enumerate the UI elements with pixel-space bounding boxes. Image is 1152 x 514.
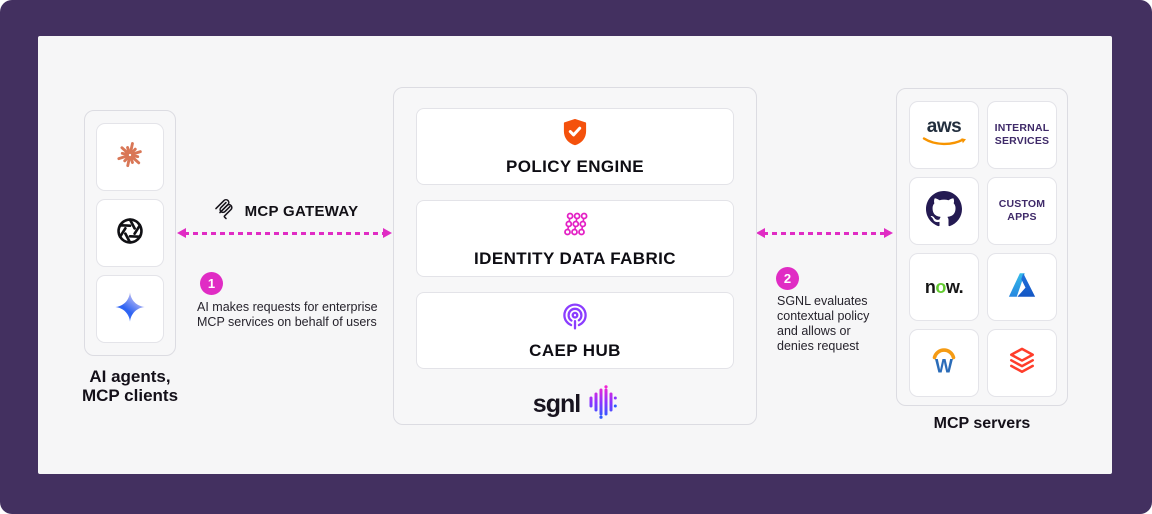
- custom-label-line2: APPS: [1007, 211, 1037, 223]
- arrow-left-head-icon: [177, 228, 186, 238]
- mcp-gateway-label: MCP GATEWAY: [244, 202, 359, 220]
- workday-logo-icon: W: [927, 345, 961, 382]
- custom-label-line1: CUSTOM: [998, 198, 1046, 210]
- aws-smile-icon: [922, 135, 966, 153]
- policy-engine-label: POLICY ENGINE: [505, 156, 645, 176]
- identity-data-fabric-label: IDENTITY DATA FABRIC: [474, 248, 676, 268]
- diagram-panel: AI agents, MCP clients MCP GATEWAY 1 AI …: [38, 36, 1112, 474]
- gemini-logo-icon: [113, 290, 147, 329]
- tile-custom-apps: CUSTOM APPS: [987, 177, 1057, 245]
- tile-openai: [96, 199, 164, 267]
- openai-logo-icon: [113, 214, 147, 253]
- mcp-icon: [213, 197, 236, 225]
- ai-agents-label: AI agents, MCP clients: [50, 367, 210, 405]
- identity-data-fabric-icon: [560, 209, 590, 244]
- internal-services-label: INTERNAL SERVICES: [995, 122, 1050, 148]
- dashed-line: [184, 232, 385, 235]
- tile-workday: W: [909, 329, 979, 397]
- identity-data-fabric-card: IDENTITY DATA FABRIC: [416, 200, 734, 277]
- sgnl-signal-icon: [587, 384, 618, 424]
- step-2-note: SGNL evaluates contextual policy and all…: [777, 294, 870, 353]
- tile-gemini: [96, 275, 164, 343]
- step-1-note: AI makes requests for enterprise MCP ser…: [197, 300, 378, 329]
- caep-hub-label: CAEP HUB: [529, 340, 621, 360]
- caep-hub-icon: [560, 301, 590, 336]
- workday-w: W: [935, 356, 953, 377]
- mcp-servers-label: MCP servers: [933, 415, 1031, 432]
- now-o: o: [935, 276, 946, 297]
- ai-agents-group: [84, 110, 176, 356]
- sgnl-logo: sgnl: [416, 384, 734, 424]
- aws-logo: aws: [926, 115, 962, 137]
- policy-shield-icon: [560, 117, 590, 152]
- arrow-gateway-servers: [756, 228, 893, 239]
- policy-engine-card: POLICY ENGINE: [416, 108, 734, 185]
- now-n: n: [924, 276, 936, 297]
- tile-github: [909, 177, 979, 245]
- dashed-line: [763, 232, 886, 235]
- anthropic-logo-icon: [114, 139, 146, 176]
- mcp-servers-group: aws INTERNAL SERVICES CUSTOM: [896, 88, 1068, 406]
- tile-aws: aws: [909, 101, 979, 169]
- github-logo-icon: [926, 190, 962, 232]
- internal-label-line1: INTERNAL: [994, 122, 1050, 134]
- tile-anthropic: [96, 123, 164, 191]
- ai-agents-label-line2: MCP clients: [81, 386, 179, 405]
- tile-databricks: [987, 329, 1057, 397]
- tile-servicenow: now.: [909, 253, 979, 321]
- caep-hub-card: CAEP HUB: [416, 292, 734, 369]
- sgnl-wordmark: sgnl: [532, 389, 581, 418]
- mcp-gateway-label-group: MCP GATEWAY: [178, 198, 393, 224]
- databricks-logo-icon: [1006, 345, 1038, 382]
- azure-logo-icon: [1007, 271, 1037, 304]
- ai-agents-label-line1: AI agents,: [89, 367, 171, 386]
- step-1-badge: 1: [200, 272, 223, 295]
- step-2-badge: 2: [776, 267, 799, 290]
- arrow-right-head-icon: [884, 228, 893, 238]
- internal-label-line2: SERVICES: [994, 135, 1050, 147]
- sgnl-platform-box: POLICY ENGINE IDENTITY DATA FA: [393, 87, 757, 425]
- tile-internal-services: INTERNAL SERVICES: [987, 101, 1057, 169]
- arrow-right-head-icon: [383, 228, 392, 238]
- tile-azure: [987, 253, 1057, 321]
- servicenow-logo: now.: [924, 276, 964, 298]
- now-w: w.: [945, 276, 964, 297]
- arrow-left-head-icon: [756, 228, 765, 238]
- custom-apps-label: CUSTOM APPS: [999, 198, 1046, 224]
- arrow-clients-gateway: [177, 228, 392, 239]
